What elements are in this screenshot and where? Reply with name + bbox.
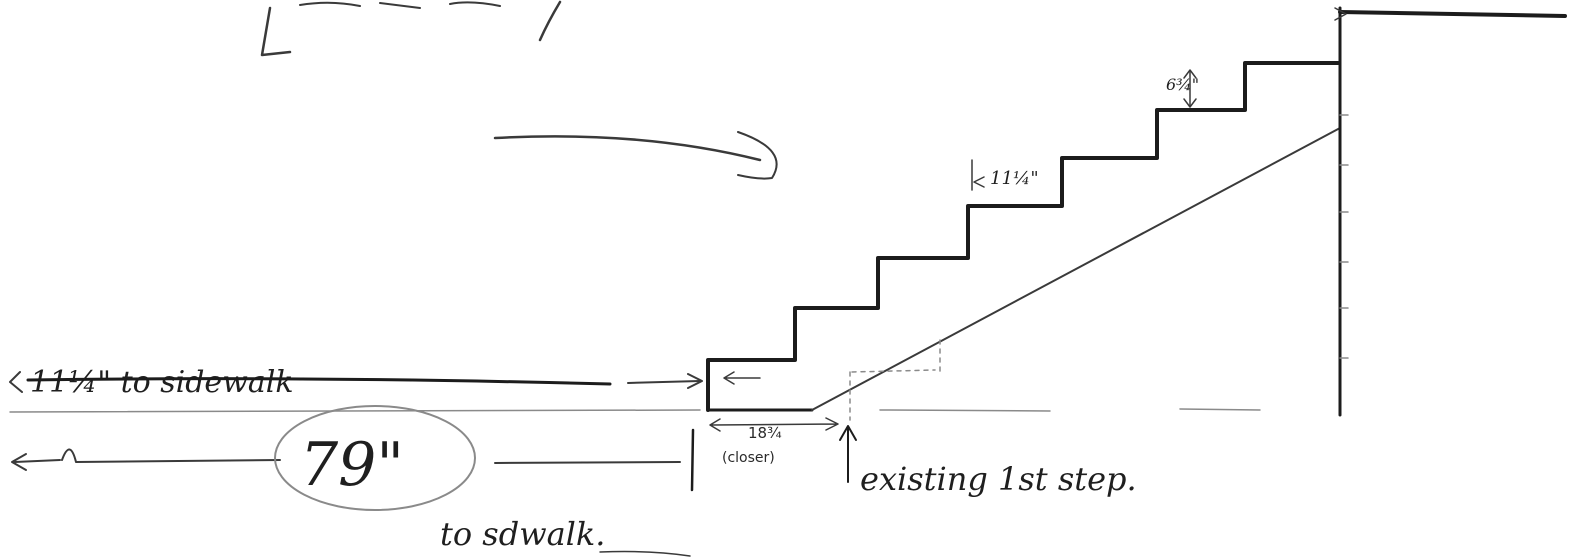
tread-dimension: 11¼" xyxy=(971,159,1039,191)
arrow-shaft xyxy=(493,135,762,162)
bottom-tread-dimension: 18¾ (closer) xyxy=(709,417,839,466)
to-sidewalk-label: to sdwalk. xyxy=(440,515,605,553)
sidewalk-distance-label: 79" xyxy=(300,430,404,500)
riser-height-label: 6¾" xyxy=(1166,75,1199,94)
existing-step-dashes xyxy=(849,339,941,421)
curved-arrow xyxy=(493,131,778,180)
strike-line xyxy=(26,377,612,386)
struck-note: 11¼" to sidewalk xyxy=(9,365,703,400)
staircase-outline xyxy=(706,61,1340,412)
stringer-diagonal xyxy=(811,127,1341,411)
existing-step-arrow-head xyxy=(839,425,857,441)
landing-arrow xyxy=(1334,7,1347,21)
closer-label: (closer) xyxy=(722,450,775,466)
dim-line-right xyxy=(494,461,681,464)
riser-dimension: 6¾" xyxy=(1166,69,1199,108)
struck-arrow-shaft xyxy=(627,380,701,384)
wall-ticks xyxy=(1339,114,1349,359)
arrow-head xyxy=(737,131,778,180)
dimension-circle xyxy=(274,405,476,511)
bottom-tread-label: 18¾ xyxy=(748,424,782,442)
ground-line xyxy=(9,408,1261,413)
dim-line-mid xyxy=(61,448,281,463)
struck-arrow-left xyxy=(9,371,23,393)
existing-step-note: existing 1st step. xyxy=(839,425,1137,498)
top-landing xyxy=(1338,10,1567,18)
left-bracket xyxy=(260,6,292,57)
to-sidewalk-underline xyxy=(599,550,691,557)
dim-stop xyxy=(690,428,695,492)
dim-arrow-left xyxy=(11,453,27,471)
inner-step-arrow xyxy=(723,371,761,385)
cut-off-handwriting xyxy=(299,1,501,9)
tread-depth-label: 11¼" xyxy=(990,168,1039,189)
right-bracket xyxy=(538,0,562,42)
struck-arrow-right xyxy=(687,373,703,389)
sidewalk-dimension: 79" xyxy=(11,405,695,511)
existing-step-label: existing 1st step. xyxy=(860,460,1137,498)
dim-line-left xyxy=(14,459,61,463)
struck-note-text: 11¼" to sidewalk xyxy=(30,365,294,400)
top-note xyxy=(260,0,562,57)
